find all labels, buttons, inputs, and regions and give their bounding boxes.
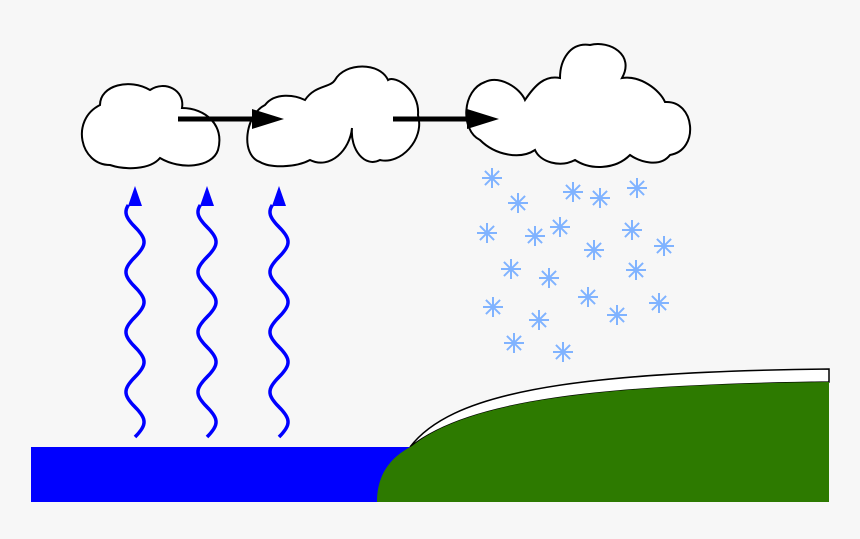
cloud-2 bbox=[246, 65, 421, 168]
snowflake-arm bbox=[485, 299, 501, 315]
snowflake-arm bbox=[651, 295, 667, 311]
snowflake-arm bbox=[565, 184, 581, 200]
snowflake-arm bbox=[580, 289, 596, 305]
vapor-arrow-2 bbox=[196, 204, 218, 439]
water-body bbox=[31, 447, 411, 502]
evaporation-arrows bbox=[124, 186, 290, 439]
snowflake-arm bbox=[541, 270, 557, 286]
wind-arrows bbox=[178, 109, 499, 129]
snowflake-icon bbox=[483, 297, 503, 317]
snowflake-icon bbox=[482, 168, 502, 188]
snowflake-arm bbox=[552, 219, 568, 235]
snowflake-icon bbox=[627, 178, 647, 198]
snowflake-icon bbox=[622, 220, 642, 240]
snowflake-arm bbox=[484, 170, 500, 186]
vapor-arrow-3 bbox=[268, 204, 290, 439]
snowflake-arm bbox=[656, 238, 672, 254]
snowflake-icon bbox=[525, 226, 545, 246]
vapor-arrow-1 bbox=[124, 204, 146, 439]
snowflake-icon bbox=[607, 305, 627, 325]
snowflake-arm bbox=[555, 344, 571, 360]
snowflake-icon bbox=[477, 223, 497, 243]
snowflake-icon bbox=[501, 259, 521, 279]
snowflake-icon bbox=[550, 217, 570, 237]
snowflakes bbox=[477, 168, 674, 362]
snowflake-arm bbox=[609, 307, 625, 323]
snowflake-icon bbox=[649, 293, 669, 313]
snowflake-icon bbox=[539, 268, 559, 288]
snowflake-arm bbox=[629, 180, 645, 196]
snowflake-arm bbox=[592, 190, 608, 206]
vapor-arrow-1-head bbox=[128, 186, 142, 206]
snowflake-icon bbox=[626, 260, 646, 280]
clouds bbox=[81, 43, 692, 170]
snowflake-arm bbox=[624, 222, 640, 238]
vapor-arrow-3-head bbox=[272, 186, 286, 206]
snowflake-arm bbox=[510, 195, 526, 211]
snowflake-icon bbox=[563, 182, 583, 202]
snowflake-icon bbox=[553, 342, 573, 362]
snowflake-icon bbox=[654, 236, 674, 256]
snowflake-icon bbox=[508, 193, 528, 213]
snowflake-icon bbox=[578, 287, 598, 307]
cloud-3 bbox=[465, 43, 692, 168]
snowflake-icon bbox=[504, 333, 524, 353]
land-mass bbox=[377, 382, 829, 502]
snowflake-arm bbox=[586, 242, 602, 258]
snowflake-arm bbox=[506, 335, 522, 351]
wind-arrow-2-head bbox=[467, 109, 499, 129]
snowflake-icon bbox=[584, 240, 604, 260]
snowflake-icon bbox=[590, 188, 610, 208]
snowflake-icon bbox=[529, 310, 549, 330]
snowflake-arm bbox=[527, 228, 543, 244]
vapor-arrow-2-head bbox=[200, 186, 214, 206]
snowflake-arm bbox=[503, 261, 519, 277]
snowflake-arm bbox=[479, 225, 495, 241]
wind-arrow-1-head bbox=[252, 109, 284, 129]
snowflake-arm bbox=[628, 262, 644, 278]
cloud-1 bbox=[81, 83, 221, 170]
snowflake-arm bbox=[531, 312, 547, 328]
